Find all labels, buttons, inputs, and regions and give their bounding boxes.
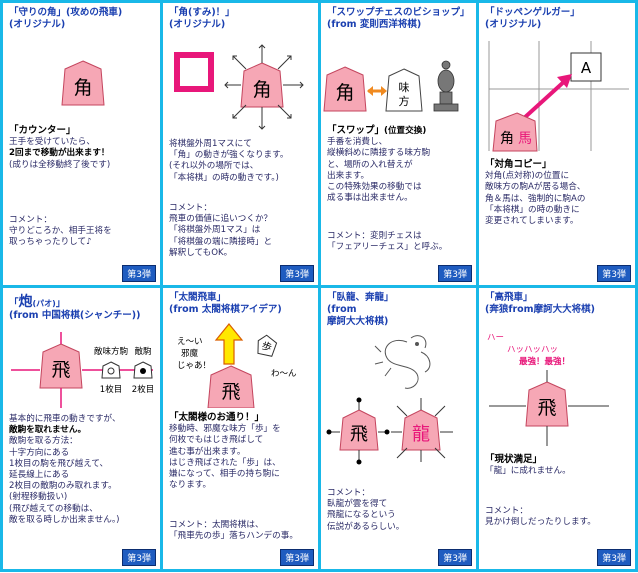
edition-badge: 第3弾: [280, 549, 314, 566]
marker-a-label: A: [581, 59, 592, 77]
chess-bishop-icon: [433, 60, 459, 112]
piece-diagram: 飛 敵味方駒 敵駒 1枚目 2枚目: [11, 332, 154, 408]
kaku-piece-label: 角: [252, 79, 271, 101]
move-arrows: [329, 398, 453, 462]
card-title: 「臥龍、奔龍」 (from 摩訶大大将棋): [327, 292, 394, 327]
laugh-3: 最強！最強！: [519, 356, 570, 367]
ally-enemy-piece: [101, 361, 121, 379]
piece-diagram: 角: [174, 44, 304, 130]
swap-arrow-icon: [367, 86, 387, 96]
laugh-2: ハッハッハッ: [507, 345, 558, 355]
up-arrow-icon: [214, 323, 244, 365]
label-enemy: 敵駒: [134, 346, 151, 357]
piece-diagram: 角 味 方: [323, 60, 459, 112]
card-comment: コメント： 臥龍が雲を得て 飛龍になるという 伝説があるらしい。: [327, 488, 405, 532]
edition-badge: 第3弾: [597, 549, 631, 566]
card-description: 基本的に飛車の動きですが、 敵駒を取れません。 敵駒を取る方法： 十字方向にある…: [9, 414, 121, 525]
pawn-label: 歩: [260, 339, 274, 355]
speech-3: じゃあ！: [177, 361, 211, 371]
card-swap-bishop[interactable]: 「スワップチェスのビショップ」 (from 変則西洋将棋) 角 味 方 「スワッ…: [321, 3, 476, 285]
card-taiko-hisha[interactable]: 「太閤飛車」 (from 太閤将棋アイデア) え〜い 邪魔 じゃあ！ 歩 わ〜ん…: [163, 288, 318, 569]
edition-badge: 第3弾: [280, 265, 314, 282]
card-description: 「カウンター」 王手を受けていたら、 2回まで移動が出来ます！ (成りは全移動終…: [9, 125, 111, 170]
kaku-label: 角: [500, 131, 514, 147]
card-title: 「スワップチェスのビショップ」 (from 変則西洋将棋): [327, 7, 470, 30]
ryu-piece-label: 龍: [412, 424, 430, 445]
card-pao[interactable]: 「炮(パオ)」 (from 中国将棋(シャンチー)) 飛 敵味方駒 敵駒 1枚目…: [3, 288, 160, 569]
speech-1: え〜い: [177, 337, 203, 347]
card-mamori-kaku[interactable]: 「守りの角」(攻めの飛車) (オリジナル) 角 「カウンター」 王手を受けていた…: [3, 3, 160, 285]
hisha-piece-label: 飛: [221, 381, 240, 403]
pawn-piece: [257, 334, 278, 357]
edition-badge: 第3弾: [122, 549, 156, 566]
edition-badge: 第3弾: [597, 265, 631, 282]
card-description: 「現状満足」 「龍」に成れません。: [485, 454, 571, 477]
ally-piece: [385, 68, 423, 112]
diagonal-arrow: [521, 77, 569, 121]
card-title: 「高飛車」 (奔狼from摩訶大大将棋): [485, 292, 595, 315]
move-arrows: [224, 44, 304, 130]
marker-a: [570, 52, 602, 82]
card-title: 「ドッペンゲルガー」 (オリジナル): [485, 7, 580, 30]
piece-diagram: ハー ハッハッハッ 最強！最強！ 飛: [487, 333, 609, 446]
kaku-piece-label: 角: [73, 77, 92, 99]
hisha-piece-label: 飛: [350, 424, 368, 445]
dragon-icon: [374, 335, 431, 389]
card-comment: コメント： 飛車の価値に追いつくか？ 「将棋盤外周1マス」は 「将棋盤の端に隣接…: [169, 203, 273, 258]
uma-label: 馬: [518, 131, 532, 147]
label-ally-enemy: 敵味方駒: [94, 346, 128, 357]
card-garyu-honryu[interactable]: 「臥龍、奔龍」 (from 摩訶大大将棋) 飛 龍: [321, 288, 476, 569]
kaku-piece: [323, 66, 367, 112]
edition-badge: 第3弾: [438, 265, 472, 282]
piece-diagram: 角: [61, 60, 105, 106]
card-takabisha[interactable]: 「高飛車」 (奔狼from摩訶大大将棋) ハー ハッハッハッ 最強！最強！ 飛 …: [479, 288, 635, 569]
edition-badge: 第3弾: [122, 265, 156, 282]
ally-piece-label-1: 味: [399, 81, 410, 94]
card-title: 「太閤飛車」 (from 太閤将棋アイデア): [169, 292, 282, 315]
edition-badge: 第3弾: [438, 549, 472, 566]
kaku-uma-piece: [492, 112, 538, 152]
card-sumi-kaku[interactable]: 「角(すみ)！」 (オリジナル) 角 将棋盤外周1マスにて 「角」の動きが強くな…: [163, 3, 318, 285]
laugh-1: ハー: [487, 333, 504, 343]
card-description: 「対角コピー」 対角(点対称)の位置に 敵味方の駒Aが居る場合、 角＆馬は、強制…: [485, 159, 586, 227]
card-title: 「角(すみ)！」 (オリジナル): [169, 7, 235, 30]
card-comment: コメント：太閤将棋は、 「飛車先の歩」落ちハンデの事。: [169, 520, 298, 542]
card-comment: コメント： 守りどころか、相手王将を 取っちゃったりして♪: [9, 215, 112, 248]
move-lines: [489, 370, 609, 446]
card-doppelganger[interactable]: 「ドッペンゲルガー」 (オリジナル) A 角 馬 「対角コピー」 対角(点対称)…: [479, 3, 635, 285]
card-comment: コメント： 見かけ倒しだったりします。: [485, 506, 596, 528]
piece-diagram: え〜い 邪魔 じゃあ！ 歩 わ〜ん 飛: [177, 323, 297, 408]
move-lines: [11, 332, 153, 408]
hisha-piece-label: 飛: [51, 359, 70, 381]
grid-divider-h: [3, 285, 635, 288]
hisha-piece-label: 飛: [537, 397, 556, 419]
label-second: 2枚目: [132, 384, 154, 395]
card-title: 「守りの角」(攻めの飛車) (オリジナル): [9, 7, 123, 30]
speech-2: 邪魔: [181, 348, 199, 359]
speech-4: わ〜ん: [271, 369, 297, 379]
kaku-piece: [61, 60, 105, 106]
piece-diagram: A 角 馬: [488, 41, 629, 152]
label-first: 1枚目: [100, 384, 122, 395]
hisha-piece: [207, 365, 255, 408]
piece-diagram: 飛 龍: [326, 335, 453, 465]
corner-square: [174, 52, 214, 92]
card-comment: コメント：変則チェスは 「フェアリーチェス」と呼ぶ。: [327, 231, 448, 253]
card-title: 「炮(パオ)」 (from 中国将棋(シャンチー)): [9, 294, 141, 321]
kaku-piece-label: 角: [335, 82, 354, 104]
card-description: 「太閤様のお通り！」 移動時、邪魔な味方「歩」を 何枚でもはじき飛ばして 進む事…: [169, 412, 281, 491]
ally-piece-label-2: 方: [399, 94, 410, 108]
card-description: 将棋盤外周1マスにて 「角」の動きが強くなります。 (それ以外の場所では、 「本…: [169, 139, 289, 183]
card-description: 「スワップ」(位置交換) 手番を消費し、 縦横斜めに隣接する味方駒 と、場所の入…: [327, 125, 431, 204]
